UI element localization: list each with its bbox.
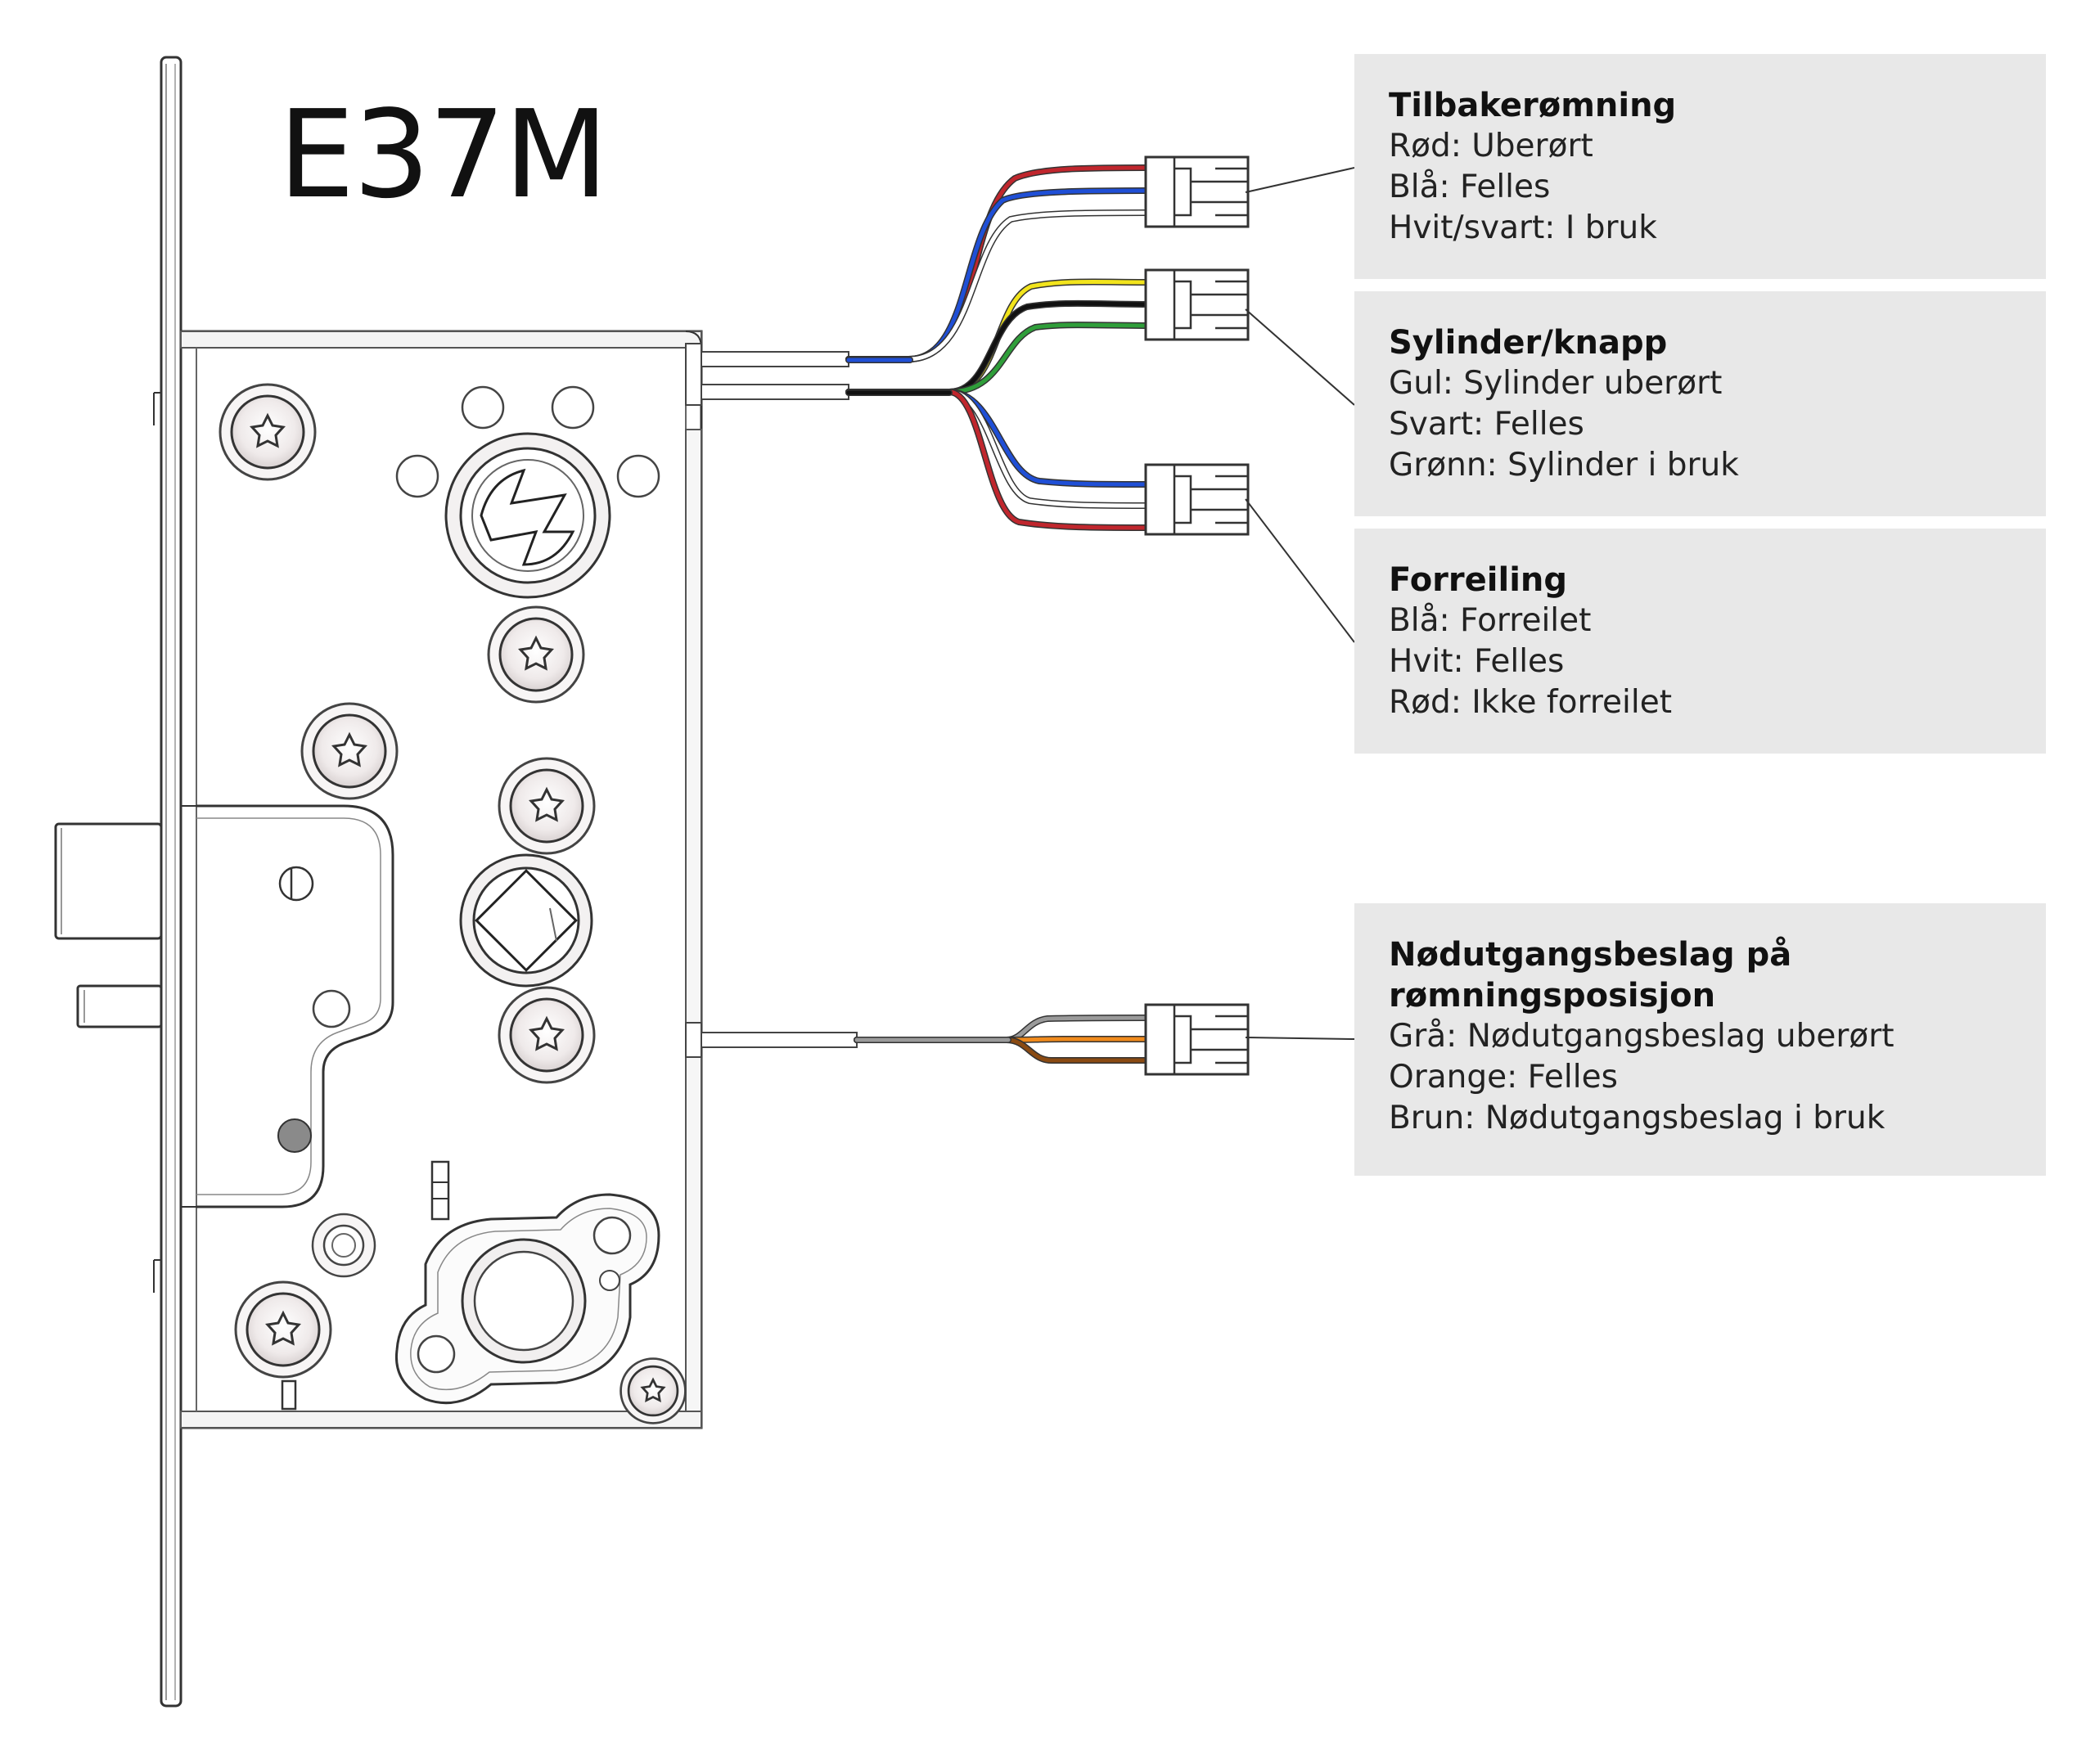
legend-tilbakeromning: Tilbakerømning Rød: Uberørt Blå: Felles … [1354,54,2046,279]
wire-black-outline [845,299,1159,395]
connector-tilbakeromning [1144,155,1250,228]
small-details [277,866,450,1411]
cylinder-follower [395,385,660,599]
screw [234,1280,332,1379]
legend-line: Gul: Sylinder uberørt [1389,365,1723,402]
wire-orange [854,1037,1158,1042]
bottom-cylinder-housing [394,1193,660,1405]
connector-forreiling [1144,463,1250,536]
connector-nodutgangsbeslag [1144,1003,1250,1076]
wire-red-2 [846,389,1158,530]
legend-line: Grå: Nødutgangsbeslag uberørt [1389,1018,1895,1055]
wire-green [846,322,1158,394]
screw [219,383,317,481]
cable-sleeves [685,343,858,1058]
legend-title: Forreiling [1389,561,1568,599]
screw [498,986,596,1084]
screw [487,605,585,704]
wire-white [846,210,1158,362]
wire-white-outline [845,209,1159,362]
legend-sylinder-knapp: Sylinder/knapp Gul: Sylinder uberørt Sva… [1354,291,2046,516]
wire-yellow-outline [845,278,1159,395]
wire-white-2 [846,389,1158,508]
legend-line: Blå: Felles [1389,169,1551,205]
legend-line: Svart: Felles [1389,406,1584,443]
legend-line: Hvit: Felles [1389,643,1565,680]
legend-line: Hvit/svart: I bruk [1389,209,1657,246]
legend-forreiling: Forreiling Blå: Forreilet Hvit: Felles R… [1354,529,2046,754]
legend-title: Nødutgangsbeslag på [1389,936,1792,974]
connector-sylinder-knapp [1144,268,1250,341]
legend-title: Sylinder/knapp [1389,324,1668,362]
legend-line: Rød: Ikke forreilet [1389,684,1672,721]
handle-follower [459,853,593,988]
model-title: E37M [278,84,609,225]
wire-black [846,301,1158,394]
leader-lines [1245,167,1355,1040]
legend-line: Orange: Felles [1389,1059,1618,1096]
connectors [1144,155,1250,1076]
screw [498,757,596,855]
latch-bolt [54,822,163,1028]
wire-brown [854,1037,1158,1063]
screw [300,702,399,800]
legend-line: Brun: Nødutgangsbeslag i bruk [1389,1100,1886,1136]
wire-yellow [846,279,1158,394]
legend-nodutgangsbeslag: Nødutgangsbeslag på rømningsposisjon Grå… [1354,903,2046,1176]
legend-title: Tilbakerømning [1389,87,1677,124]
wires [845,164,1159,1064]
screws [219,383,687,1424]
legend-line: Rød: Uberørt [1389,128,1593,164]
legend-line: Grønn: Sylinder i bruk [1389,447,1739,484]
screw [619,1357,687,1424]
legend-line: Blå: Forreilet [1389,602,1592,639]
legend-title: rømningsposisjon [1389,977,1716,1015]
